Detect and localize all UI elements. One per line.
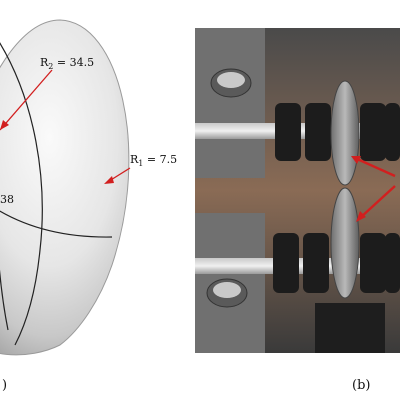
upper-specimen: [330, 80, 360, 186]
caption-a: ): [2, 378, 8, 393]
equator-line: [0, 210, 113, 238]
upper-bracket: [195, 28, 265, 178]
r2-arrowhead: [0, 120, 9, 130]
panel-b-photo: [195, 28, 400, 353]
left-outline: [0, 269, 9, 331]
arrow-upper: [354, 156, 396, 178]
panel-a-drawing: R2 = 34.5 R1 = 7.5 38: [0, 19, 177, 356]
shell-body: [0, 19, 130, 356]
caption-b: (b): [352, 378, 371, 393]
r1-arrowhead: [104, 176, 114, 184]
partial-value-label: 38: [0, 193, 14, 206]
lower-clamp-rings: [273, 233, 400, 293]
upper-clamp-rings: [275, 103, 400, 161]
r1-label: R1 = 7.5: [130, 153, 177, 168]
arrow-lower: [359, 185, 396, 219]
r2-arrow: [0, 69, 53, 131]
r2-label: R2 = 34.5: [40, 56, 94, 71]
lower-specimen: [330, 187, 360, 299]
bottom-fixture: [315, 303, 385, 353]
